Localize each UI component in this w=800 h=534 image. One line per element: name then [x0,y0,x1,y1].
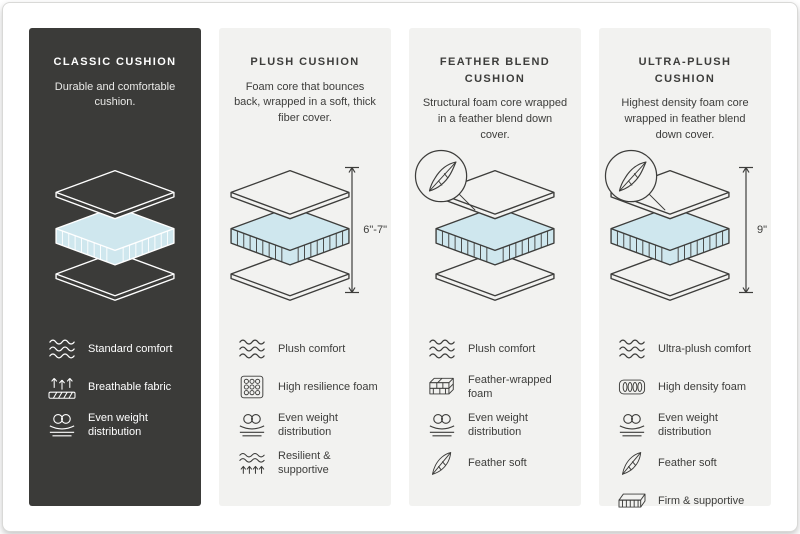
feature-list: Standard comfort Breathable fabric Even … [29,334,201,440]
column-description: Foam core that bounces back, wrapped in … [234,80,376,125]
column-feather-blend-cushion: FEATHER BLEND CUSHION Structural foam co… [409,28,581,506]
feature-label: Feather soft [658,456,717,469]
feature-row: Even weight distribution [46,410,191,440]
cushion-layers-diagram [55,169,175,301]
feature-label: Feather soft [468,456,527,469]
weight-distribution-icon [46,412,77,438]
feature-row: Ultra-plush comfort [616,334,761,364]
column-plush-cushion: PLUSH CUSHION Foam core that bounces bac… [219,28,391,506]
resilient-supportive-icon [236,450,267,476]
density-foam-icon [616,374,647,400]
feature-label: Even weight distribution [468,411,528,438]
feature-list: Plush comfort High resilience foam Even … [219,334,391,478]
column-description: Highest density foam core wrapped in fea… [621,97,749,141]
column-description: Structural foam core wrapped in a feathe… [422,97,568,141]
measurement-indicator: 6"-7" [343,166,387,294]
cushion-diagram-area: 9" [599,149,771,310]
coil-foam-icon [236,374,267,400]
feature-label: High density foam [658,380,747,393]
feature-row: Feather-wrapped foam [426,372,571,402]
feature-label: Feather-wrapped foam [468,373,552,400]
cushion-diagram-area [409,149,581,310]
feature-row: Even weight distribution [236,410,381,440]
measurement-label: 6"-7" [363,224,387,236]
measurement-indicator: 9" [737,166,767,294]
weight-distribution-icon [426,412,457,438]
column-title: PLUSH CUSHION [250,56,360,68]
feather-badge-icon [604,149,666,211]
cushion-layers-diagram [230,169,350,301]
feature-label: Standard comfort [88,342,173,355]
feature-label: Even weight distribution [658,411,718,438]
column-header: CLASSIC CUSHION Durable and comfortable … [29,54,201,146]
column-header: FEATHER BLEND CUSHION Structural foam co… [409,54,581,146]
column-title: CLASSIC CUSHION [53,56,177,68]
column-ultra-plush-cushion: ULTRA-PLUSH CUSHION Highest density foam… [599,28,771,508]
cushion-diagram-area [29,160,201,310]
feature-row: Even weight distribution [426,410,571,440]
cushion-diagram-area: 6"-7" [219,160,391,310]
feature-row: Plush comfort [426,334,571,364]
feature-label: Breathable fabric [88,380,172,393]
measurement-arrow-icon [738,166,754,294]
feature-row: Firm & supportive [616,486,761,516]
column-title: ULTRA-PLUSH CUSHION [638,56,732,85]
breathable-icon [46,374,77,400]
column-header: ULTRA-PLUSH CUSHION Highest density foam… [599,54,771,146]
feature-label: Plush comfort [468,342,536,355]
feature-label: Even weight distribution [278,411,338,438]
brick-foam-icon [426,374,457,400]
feature-row: Feather soft [426,448,571,478]
feature-row: Breathable fabric [46,372,191,402]
feature-row: Standard comfort [46,334,191,364]
column-header: PLUSH CUSHION Foam core that bounces bac… [219,54,391,146]
feature-row: Plush comfort [236,334,381,364]
column-title: FEATHER BLEND CUSHION [439,56,551,85]
feature-label: Even weight distribution [88,411,148,438]
feature-label: High resilience foam [278,380,378,393]
feature-label: Resilient & supportive [278,449,331,476]
measurement-label: 9" [756,224,767,236]
column-description: Durable and comfortable cushion. [54,80,176,109]
feather-icon [426,450,457,476]
feature-label: Plush comfort [278,342,346,355]
column-classic-cushion: CLASSIC CUSHION Durable and comfortable … [29,28,201,506]
feature-row: High density foam [616,372,761,402]
waves-icon [46,336,77,362]
feature-row: Even weight distribution [616,410,761,440]
measurement-arrow-icon [344,166,360,294]
feature-list: Plush comfort Feather-wrapped foam Even … [409,334,581,478]
feather-badge-icon [414,149,476,211]
waves-icon [616,336,647,362]
waves-icon [426,336,457,362]
feature-label: Ultra-plush comfort [658,342,751,355]
weight-distribution-icon [236,412,267,438]
feature-row: High resilience foam [236,372,381,402]
weight-distribution-icon [616,412,647,438]
waves-icon [236,336,267,362]
feature-list: Ultra-plush comfort High density foam Ev… [599,334,771,516]
firm-supportive-icon [616,488,647,514]
feature-row: Resilient & supportive [236,448,381,478]
feather-icon [616,450,647,476]
feature-label: Firm & supportive [658,494,745,507]
feature-row: Feather soft [616,448,761,478]
